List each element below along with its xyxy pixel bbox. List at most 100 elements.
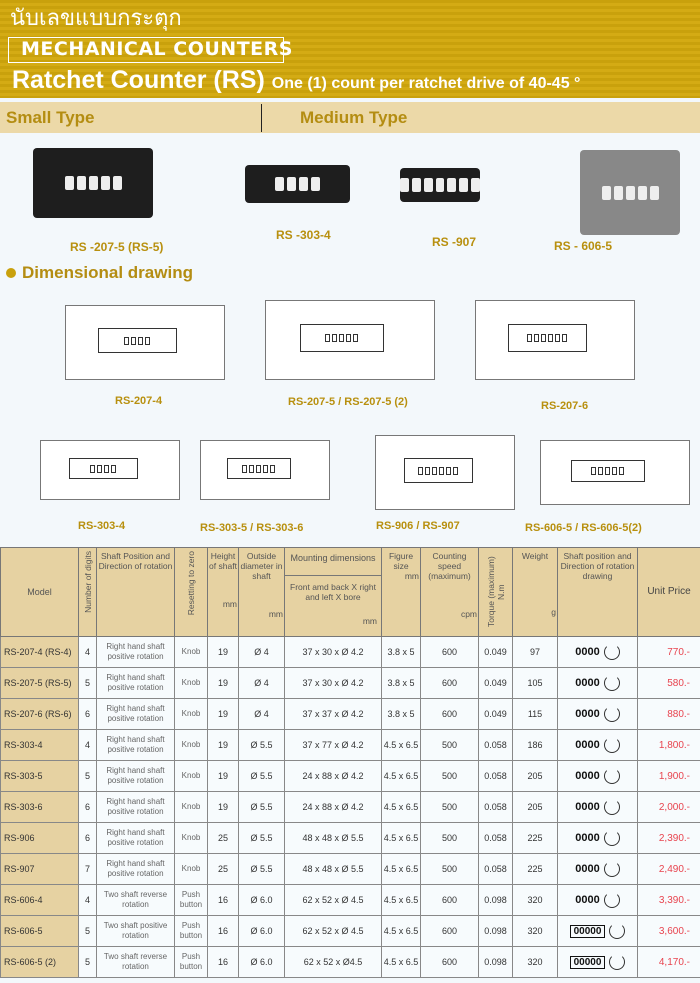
cell-outside: Ø 5.5 [238,822,285,854]
cell-reset: Push button [174,915,208,947]
cell-torque: 0.058 [478,760,513,792]
dimension-drawing [200,440,330,500]
cell-outside: Ø 5.5 [238,853,285,885]
cell-model: RS-906 [0,822,79,854]
dimension-drawing [540,440,690,505]
cell-digits: 6 [78,822,97,854]
dimension-drawing [475,300,635,380]
cell-outside: Ø 4 [238,667,285,699]
cell-reset: Knob [174,636,208,668]
cell-weight: 225 [512,822,558,854]
drawing-label: RS-207-5 / RS-207-5 (2) [288,396,408,408]
cell-digits: 5 [78,915,97,947]
rotation-arrow-icon [603,830,620,846]
cell-figure: 4.5 x 6.5 [381,853,421,885]
dimension-drawing [65,305,225,380]
col-torque: Torque (maximum) N.m [478,547,513,637]
photo-label: RS -907 [432,235,477,249]
photo-label: RS - 606-5 [554,239,613,253]
cell-figure: 4.5 x 6.5 [381,822,421,854]
cell-digits: 6 [78,791,97,823]
cell-height: 16 [207,946,239,978]
counter-digits-icon: 0000 [575,862,600,875]
col-reset: Resetting to zero [174,547,208,637]
rotation-arrow-icon [609,923,626,939]
cell-price: 2,000.- [637,791,700,823]
counter-digits-icon: 00000 [569,955,606,969]
cell-shaft: Right hand shaft positive rotation [96,636,175,668]
cell-drawing: 0000 [557,791,638,823]
cell-digits: 4 [78,636,97,668]
col-digits: Number of digits [78,547,97,637]
counter-digits-icon: 0000 [575,800,600,813]
col-price: Unit Price [637,547,700,637]
drawing-label: RS-606-5 / RS-606-5(2) [525,522,642,534]
cell-torque: 0.058 [478,791,513,823]
cell-mounting: 37 x 30 x Ø 4.2 [284,636,382,668]
drawing-label: RS-207-4 [115,395,163,407]
cell-torque: 0.058 [478,853,513,885]
cell-model: RS-303-4 [0,729,79,761]
cell-digits: 5 [78,667,97,699]
rotation-arrow-icon [603,892,620,908]
dimension-drawing [375,435,515,510]
cell-shaft: Right hand shaft positive rotation [96,760,175,792]
rotation-arrow-icon [609,954,626,970]
cell-height: 16 [207,915,239,947]
product-photo [580,150,680,235]
cell-reset: Push button [174,946,208,978]
cell-speed: 600 [420,698,479,730]
cell-speed: 600 [420,667,479,699]
cell-shaft: Two shaft reverse rotation [96,946,175,978]
cell-digits: 5 [78,760,97,792]
cell-shaft: Right hand shaft positive rotation [96,698,175,730]
cell-price: 3,390.- [637,884,700,916]
cell-shaft: Right hand shaft positive rotation [96,729,175,761]
cell-shaft: Right hand shaft positive rotation [96,822,175,854]
dimensional-heading: Dimensional drawing [6,263,193,283]
cell-model: RS-606-4 [0,884,79,916]
cell-model: RS-207-5 (RS-5) [0,667,79,699]
rotation-arrow-icon [603,644,620,660]
cell-reset: Knob [174,791,208,823]
cell-torque: 0.049 [478,636,513,668]
cell-outside: Ø 6.0 [238,884,285,916]
counter-digits-icon: 0000 [575,676,600,689]
cell-model: RS-303-5 [0,760,79,792]
cell-drawing: 0000 [557,729,638,761]
cell-outside: Ø 6.0 [238,915,285,947]
cell-shaft: Two shaft reverse rotation [96,884,175,916]
cell-speed: 500 [420,729,479,761]
cell-price: 4,170.- [637,946,700,978]
cell-reset: Knob [174,729,208,761]
counter-digits-icon: 0000 [575,738,600,751]
cell-figure: 4.5 x 6.5 [381,760,421,792]
cell-mounting: 48 x 48 x Ø 5.5 [284,822,382,854]
cell-torque: 0.049 [478,667,513,699]
cell-weight: 186 [512,729,558,761]
cell-speed: 600 [420,884,479,916]
product-title: Ratchet Counter (RS) One (1) count per r… [12,65,580,99]
header-banner: นับเลขแบบกระตุก MECHANICAL COUNTERS Ratc… [0,0,700,98]
cell-reset: Knob [174,698,208,730]
cell-figure: 3.8 x 5 [381,698,421,730]
cell-price: 2,490.- [637,853,700,885]
cell-outside: Ø 5.5 [238,791,285,823]
cell-model: RS-907 [0,853,79,885]
cell-figure: 4.5 x 6.5 [381,729,421,761]
cell-weight: 320 [512,915,558,947]
rotation-arrow-icon [603,706,620,722]
photo-label: RS -303-4 [276,228,331,242]
divider [261,104,262,132]
cell-height: 19 [207,791,239,823]
